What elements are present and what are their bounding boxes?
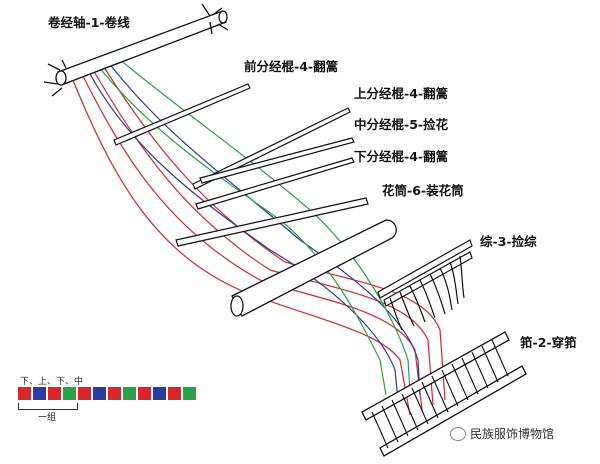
label-upper-separation-rod: 上分经棍-4-翻篙 — [354, 86, 449, 101]
watermark-icon — [450, 427, 466, 441]
legend-swatch-5 — [78, 387, 91, 400]
pattern-roller — [230, 219, 397, 317]
heddle-assembly — [377, 239, 473, 331]
legend-order-label: 下、上、下、中 — [20, 377, 84, 387]
legend-swatch-1 — [18, 387, 31, 400]
front-separation-rod — [113, 83, 251, 146]
middle-separation-rod — [199, 137, 355, 184]
reed — [361, 331, 527, 457]
warp-beam — [43, 3, 229, 97]
legend-swatch-8 — [123, 387, 136, 400]
warp-thread-red-2 — [81, 73, 423, 411]
label-warp-beam: 卷经轴-1-卷线 — [48, 15, 130, 30]
warp-thread-blue-1 — [87, 69, 399, 401]
label-pattern-roller: 花筒-6-装花筒 — [382, 183, 464, 198]
lower-separation-rod — [195, 157, 355, 210]
legend-swatch-7 — [108, 387, 121, 400]
label-reed: 筘-2-穿筘 — [520, 335, 577, 350]
legend-swatches — [18, 387, 198, 400]
label-lower-separation-rod: 下分经棍-4-翻篙 — [354, 149, 449, 164]
legend-swatch-2 — [33, 387, 46, 400]
label-middle-separation-rod: 中分经棍-5-捡花 — [354, 117, 449, 132]
warp-thread-red-1 — [71, 77, 411, 416]
legend-swatch-3 — [48, 387, 61, 400]
lower-rod-2 — [175, 197, 369, 247]
legend-swatch-9 — [138, 387, 151, 400]
legend-swatch-6 — [93, 387, 106, 400]
watermark-text: 民族服饰博物馆 — [470, 427, 555, 441]
legend-swatch-4 — [63, 387, 76, 400]
upper-separation-rod — [192, 107, 351, 190]
legend-swatch-11 — [168, 387, 181, 400]
legend-bracket — [18, 403, 78, 410]
legend-group-label: 一组 — [38, 413, 57, 423]
label-heddle: 综-3-捡综 — [480, 234, 537, 249]
legend-swatch-10 — [153, 387, 166, 400]
legend-swatch-12 — [183, 387, 196, 400]
label-front-separation-rod: 前分经棍-4-翻篙 — [244, 59, 339, 74]
